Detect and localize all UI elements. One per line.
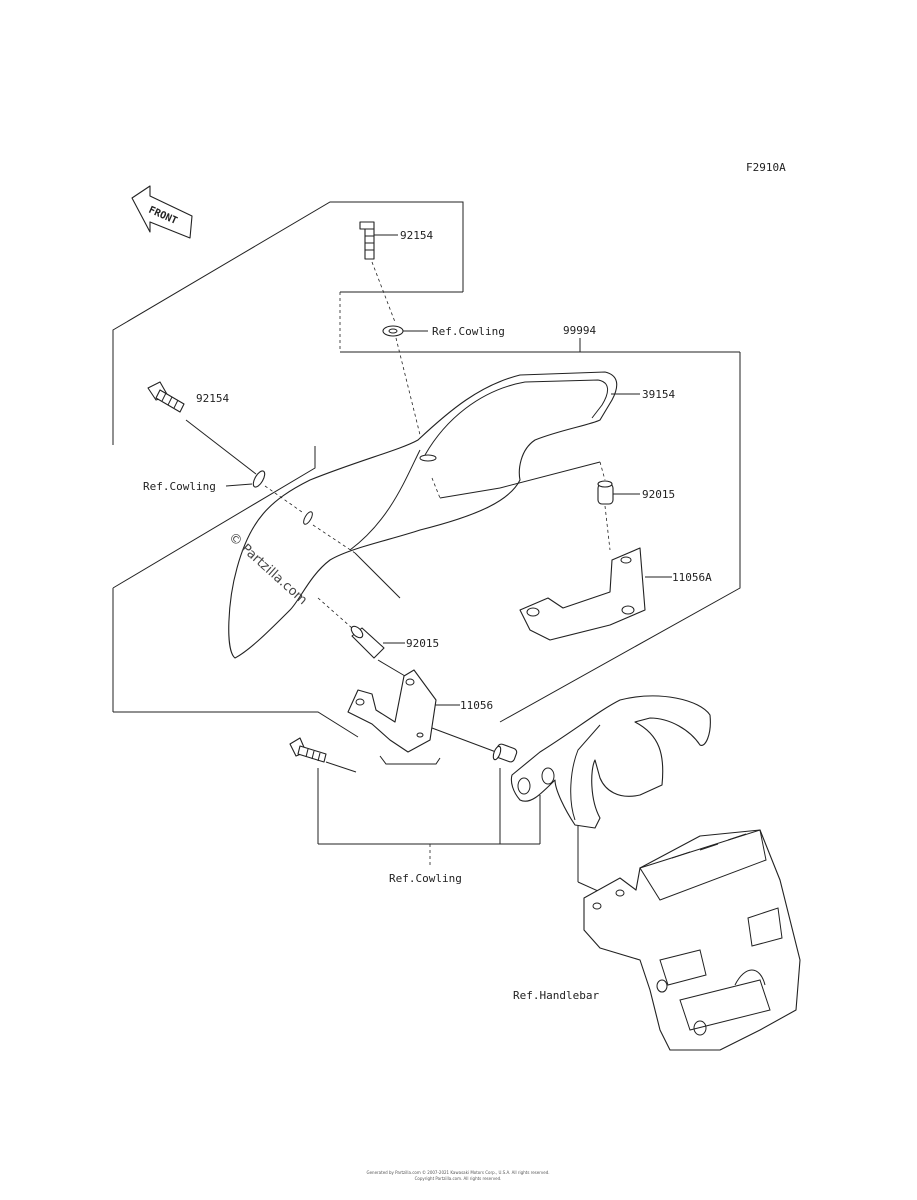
- label-bracket-right: 11056A: [672, 571, 712, 584]
- collar-right-icon: [597, 480, 614, 505]
- label-bracket-left: 11056: [460, 699, 493, 712]
- bracket-right-icon: [519, 547, 646, 641]
- label-bolt-top: 92154: [400, 229, 433, 242]
- handlebar-assembly-icon: [583, 829, 801, 1051]
- figure-code: F2910A: [746, 161, 786, 174]
- label-ref-cowling-bottom: Ref.Cowling: [389, 872, 462, 885]
- bolt-bottom-icon: [289, 737, 327, 763]
- label-collar-right: 92015: [642, 488, 675, 501]
- footer-line-2: Copyright Partzilla.com. All rights rese…: [415, 1176, 502, 1181]
- label-ref-cowling-left: Ref.Cowling: [143, 480, 216, 493]
- windshield-icon: [228, 371, 618, 659]
- bolt-top-icon: [359, 221, 375, 260]
- bolt-left-icon: [147, 381, 185, 413]
- washer-top-icon: [382, 325, 404, 337]
- bracket-left-icon: [347, 669, 437, 753]
- label-collar-left: 92015: [406, 637, 439, 650]
- assembly-outline: [112, 201, 741, 738]
- footer-line-1: Generated by Partzilla.com © 2007-2021 K…: [366, 1170, 549, 1175]
- cowling-stay-icon: [510, 695, 711, 829]
- washer-left-icon: [252, 470, 266, 488]
- collar-left-icon: [350, 625, 385, 659]
- label-bolt-left: 92154: [196, 392, 229, 405]
- label-windshield: 39154: [642, 388, 675, 401]
- ref-cowling-bottom-bracket: [317, 768, 541, 868]
- label-ref-cowling-top: Ref.Cowling: [432, 325, 505, 338]
- collar-bottom-icon: [492, 743, 518, 763]
- label-assembly: 99994: [563, 324, 596, 337]
- label-ref-handlebar: Ref.Handlebar: [513, 989, 599, 1002]
- front-arrow-icon: FRONT: [131, 185, 193, 239]
